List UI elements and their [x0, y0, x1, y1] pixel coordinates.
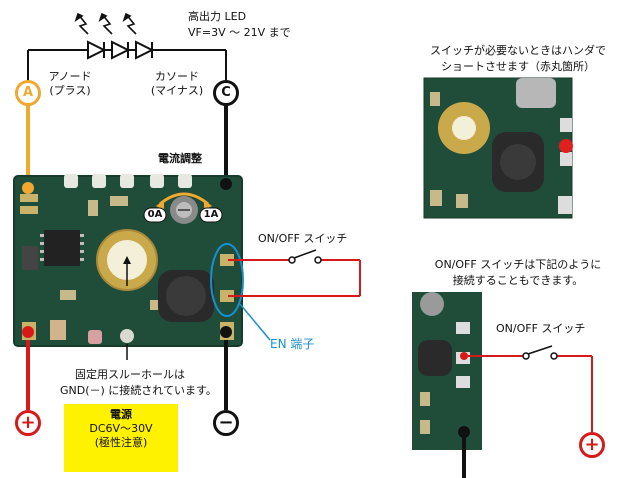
right-top-note-line2: ショートさせます（赤丸箇所） — [441, 60, 595, 73]
right-bottom-note-line1: ON/OFF スイッチは下記のように — [434, 258, 602, 271]
light-arrows-icon — [74, 12, 137, 35]
right-top-note-line1: スイッチが必要ないときはハンダで — [430, 44, 606, 57]
power-range: DC6V～30V — [89, 422, 153, 435]
en-terminal-label: EN 端子 — [270, 337, 315, 351]
pcb-closeup-bottom — [412, 292, 482, 450]
power-polarity-note: (極性注意) — [94, 436, 148, 449]
right-bottom-switch-label: ON/OFF スイッチ — [496, 322, 586, 335]
led-diode-3 — [135, 40, 155, 60]
anode-terminal-badge: A — [15, 80, 41, 106]
led-diode-2 — [111, 40, 131, 60]
anode-label: アノード — [48, 70, 92, 83]
power-minus-badge: − — [213, 410, 239, 436]
switch-symbol — [288, 249, 322, 264]
led-voltage-range: VF=3V ～ 21V まで — [188, 26, 291, 39]
power-spec-box: 電源 DC6V～30V (極性注意) — [64, 404, 178, 472]
cathode-terminal-badge: C — [213, 80, 239, 106]
onoff-switch-label: ON/OFF スイッチ — [258, 232, 348, 245]
right-bottom-note-line2: 接続することもできます。 — [452, 274, 584, 287]
power-plus-badge: + — [15, 410, 41, 436]
led-title: 高出力 LED — [188, 10, 247, 23]
led-diode-1 — [87, 40, 107, 60]
power-title: 電源 — [110, 408, 132, 421]
through-hole-note-line2: GND(－) に接続されています。 — [60, 384, 217, 397]
pcb-closeup-top — [423, 77, 573, 219]
through-hole-note-line1: 固定用スルーホールは — [75, 368, 185, 381]
current-min-label: 0A — [147, 209, 163, 220]
cathode-label: カソード — [155, 70, 199, 83]
cathode-sublabel: (マイナス) — [150, 84, 204, 97]
anode-sublabel: (プラス) — [49, 84, 91, 97]
right-bottom-plus-badge: + — [579, 432, 605, 458]
current-adjust-title: 電流調整 — [158, 152, 202, 165]
current-max-label: 1A — [203, 209, 219, 220]
